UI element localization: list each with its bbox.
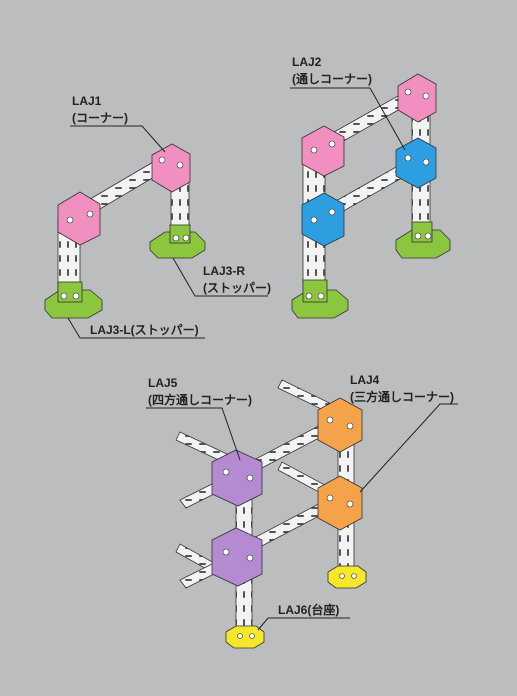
frame-right	[291, 73, 451, 319]
joint-laj4-upper	[317, 397, 363, 453]
label-laj1-name: LAJ1	[72, 94, 102, 108]
joint-laj1-left	[57, 191, 101, 246]
joint-laj2-front	[301, 192, 345, 247]
label-laj4-name: LAJ4	[350, 373, 380, 387]
joint-laj5-lower	[211, 527, 263, 587]
joint-laj1-front	[301, 125, 345, 177]
label-laj2-desc: (通しコーナー)	[292, 71, 372, 86]
label-laj4-desc: (三方通しコーナー)	[350, 389, 454, 404]
label-laj6: LAJ6(台座)	[257, 602, 350, 631]
joint-laj2-back	[395, 137, 437, 189]
label-laj5-desc: (四方通しコーナー)	[148, 392, 252, 407]
joint-laj6-back	[327, 565, 367, 589]
joint-laj4-lower	[317, 475, 363, 531]
label-laj6-text: LAJ6(台座)	[278, 602, 339, 617]
frame-left	[44, 143, 206, 319]
label-laj4: LAJ4 (三方通しコーナー)	[350, 373, 458, 493]
leader-laj3r	[172, 257, 268, 297]
label-laj2-name: LAJ2	[292, 55, 322, 69]
leader-laj6	[257, 617, 350, 631]
leader-laj1	[70, 125, 166, 153]
label-laj1: LAJ1 (コーナー)	[70, 94, 166, 153]
leader-laj3l	[67, 317, 205, 339]
leader-laj4	[359, 403, 458, 493]
label-laj3l: LAJ3-L(ストッパー)	[67, 317, 205, 339]
label-laj5: LAJ5 (四方通しコーナー)	[146, 376, 252, 461]
leader-laj5	[146, 407, 241, 461]
label-laj3r-desc: (ストッパー)	[203, 281, 271, 295]
joint-laj1-right	[151, 143, 191, 193]
label-laj3l-text: LAJ3-L(ストッパー)	[90, 323, 199, 337]
label-laj1-desc: (コーナー)	[72, 111, 128, 125]
label-laj3r: LAJ3-R (ストッパー)	[172, 257, 271, 297]
label-laj3r-name: LAJ3-R	[203, 264, 245, 278]
joint-laj1-back	[397, 73, 437, 123]
label-laj2: LAJ2 (通しコーナー)	[290, 55, 406, 151]
joint-laj5-upper	[211, 449, 263, 507]
frame-bottom	[175, 379, 367, 649]
label-laj5-name: LAJ5	[148, 376, 178, 390]
joint-laj6-front	[225, 625, 265, 649]
leader-laj2	[290, 87, 406, 151]
